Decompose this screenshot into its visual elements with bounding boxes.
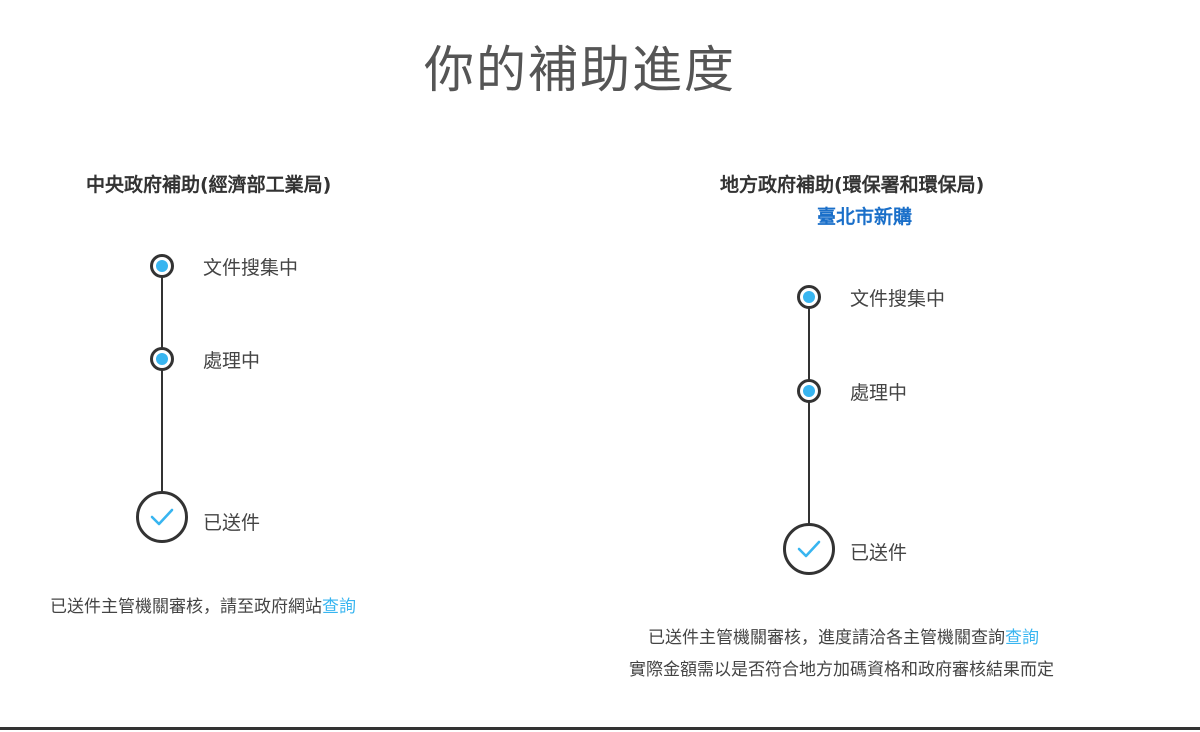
progress-dot-icon: [797, 285, 821, 309]
check-icon: [783, 523, 835, 575]
central-note-text: 已送件主管機關審核，請至政府網站: [50, 597, 322, 617]
local-note-text: 已送件主管機關審核，進度請洽各主管機關查詢: [648, 628, 1005, 648]
page-title: 你的補助進度: [424, 41, 736, 99]
central-timeline: 文件搜集中 處理中 已送件: [136, 250, 436, 550]
local-note-line2: 實際金額需以是否符合地方加碼資格和政府審核結果而定: [629, 660, 1054, 680]
progress-dot-icon: [797, 379, 821, 403]
step-label-submitted: 已送件: [850, 542, 908, 564]
step-label-submitted: 已送件: [203, 512, 261, 534]
local-timeline: 文件搜集中 處理中 已送件: [783, 282, 1083, 582]
checkmark-svg: [797, 540, 821, 558]
step-label-processing: 處理中: [850, 382, 908, 404]
step-label-collecting: 文件搜集中: [850, 288, 946, 310]
central-section-title: 中央政府補助(經濟部工業局): [86, 174, 332, 196]
step-label-processing: 處理中: [203, 350, 261, 372]
step-label-collecting: 文件搜集中: [203, 257, 299, 279]
local-section-subtitle: 臺北市新購: [817, 206, 913, 228]
timeline-connector: [808, 298, 810, 524]
check-icon: [136, 491, 188, 543]
timeline-connector: [161, 266, 163, 492]
central-query-link[interactable]: 查詢: [322, 597, 356, 617]
local-section-title: 地方政府補助(環保署和環保局): [720, 174, 985, 196]
checkmark-svg: [150, 508, 174, 526]
progress-dot-icon: [150, 254, 174, 278]
central-note: 已送件主管機關審核，請至政府網站查詢: [50, 592, 356, 617]
progress-dot-icon: [150, 347, 174, 371]
bottom-divider: [0, 727, 1200, 730]
local-query-link[interactable]: 查詢: [1005, 628, 1039, 648]
local-note-line1: 已送件主管機關審核，進度請洽各主管機關查詢查詢: [648, 623, 1039, 648]
